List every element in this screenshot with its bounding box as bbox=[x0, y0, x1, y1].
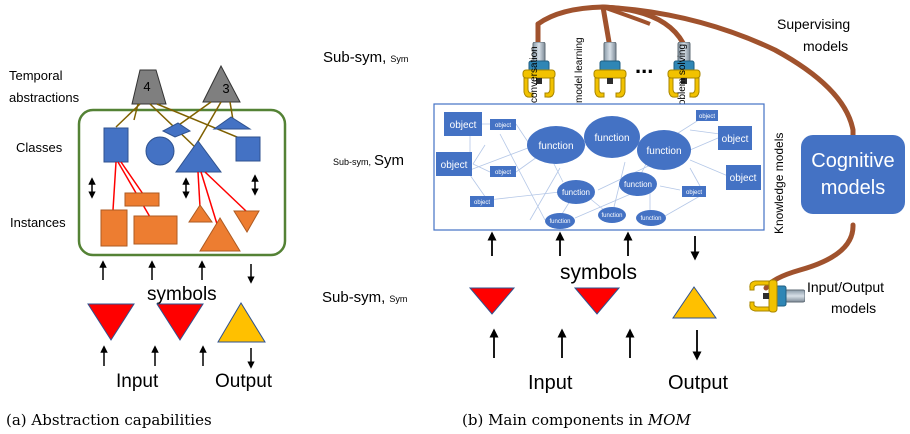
temporal-label-line2: abstractions bbox=[9, 90, 80, 105]
temporal-links bbox=[115, 101, 250, 149]
function-node bbox=[584, 116, 640, 158]
object-node-label: object bbox=[441, 160, 468, 171]
function-node bbox=[557, 180, 595, 204]
cognitive-models-box bbox=[801, 135, 905, 214]
instance-triangle-large bbox=[199, 217, 241, 252]
instances-label: Instances bbox=[10, 215, 66, 230]
supervising-cable-branch bbox=[602, 5, 651, 26]
io-arrows bbox=[100, 345, 255, 369]
level-label-bottom: Sub-sym,Sym bbox=[322, 289, 407, 306]
object-node bbox=[726, 165, 761, 190]
class-rhombus bbox=[161, 122, 192, 138]
panel-a-abstraction: Temporal abstractions 4 3 Classes Instan… bbox=[6, 64, 287, 429]
object-node bbox=[682, 186, 706, 197]
instance-links bbox=[112, 161, 247, 225]
cognitive-models-label-line2: models bbox=[821, 177, 885, 199]
supervisor-label-model-learning: model learning bbox=[574, 37, 585, 103]
robot-arm-io-icon bbox=[749, 279, 805, 313]
function-node-label: function bbox=[601, 213, 622, 219]
instance-triangle-inverted bbox=[233, 210, 260, 233]
output-symbol-triangle-b bbox=[672, 286, 717, 319]
function-node bbox=[636, 210, 666, 226]
temporal-label-line1: Temporal bbox=[9, 68, 63, 83]
function-node-label: function bbox=[646, 146, 681, 157]
temporal-trapezoid-shape bbox=[131, 69, 167, 105]
object-node bbox=[490, 166, 516, 177]
input-label: Input bbox=[116, 371, 159, 392]
output-label: Output bbox=[215, 371, 273, 392]
class-small-triangle bbox=[212, 116, 252, 130]
object-node bbox=[470, 196, 494, 207]
object-node bbox=[444, 112, 482, 136]
output-symbol-triangle bbox=[217, 302, 266, 343]
temporal-value-4: 4 bbox=[143, 79, 150, 94]
class-triangle bbox=[175, 140, 222, 173]
input-symbol-triangle-b-1 bbox=[468, 287, 516, 315]
output-label-b: Output bbox=[668, 372, 728, 394]
supervisor-label-problem-solving: problem solving bbox=[677, 44, 688, 114]
input-symbol-triangle-1 bbox=[87, 303, 135, 341]
knowledge-graph-edges bbox=[469, 115, 729, 221]
knowledge-graph-nodes: object object object object object objec… bbox=[436, 110, 761, 229]
function-node-label: function bbox=[640, 216, 661, 222]
instance-rectangle-wide bbox=[133, 215, 178, 245]
instance-rectangle-tall bbox=[100, 209, 128, 247]
function-node bbox=[637, 130, 691, 170]
object-node-label: object bbox=[450, 120, 477, 131]
object-node-label: object bbox=[495, 123, 511, 129]
input-label-b: Input bbox=[528, 372, 573, 394]
class-rectangle bbox=[103, 127, 129, 163]
temporal-triangle-shape bbox=[202, 64, 241, 103]
instance-rectangle-flat bbox=[124, 192, 160, 207]
supervising-label-line1: Supervising bbox=[777, 16, 850, 32]
knowledge-models-label: Knowledge models bbox=[772, 133, 786, 234]
object-node bbox=[696, 110, 718, 121]
supervisor-label-conversation: conversation bbox=[529, 46, 540, 103]
caption-b: (b) Main components in MOM bbox=[462, 411, 691, 429]
class-instance-arrows bbox=[88, 174, 259, 199]
function-node-label: function bbox=[624, 180, 652, 189]
object-node-label: object bbox=[686, 190, 702, 196]
caption-a: (a) Abstraction capabilities bbox=[6, 411, 212, 429]
instance-triangle-small bbox=[188, 204, 213, 223]
class-square bbox=[235, 136, 261, 162]
cognitive-models-label-line1: Cognitive bbox=[811, 150, 894, 172]
supervising-label-line2: models bbox=[803, 38, 848, 54]
input-symbol-triangle-b-2 bbox=[573, 287, 621, 315]
symbols-label-b: symbols bbox=[560, 261, 637, 284]
object-node bbox=[436, 152, 472, 176]
abstraction-container bbox=[77, 108, 287, 257]
supervisor-ellipsis: ... bbox=[635, 53, 653, 78]
function-node bbox=[619, 172, 657, 196]
function-node bbox=[527, 126, 585, 164]
robot-arm-model-learning-icon bbox=[593, 42, 627, 98]
function-node-label: function bbox=[594, 133, 629, 144]
io-arrows-b bbox=[489, 328, 702, 361]
input-symbol-triangle-2 bbox=[156, 303, 204, 341]
object-node bbox=[718, 126, 752, 150]
io-label-line2: models bbox=[831, 300, 876, 316]
object-node-label: object bbox=[730, 173, 757, 184]
function-node-label: function bbox=[549, 219, 570, 225]
knowledge-symbol-arrows bbox=[487, 231, 700, 261]
object-node-label: object bbox=[495, 170, 511, 176]
io-label-line1: Input/Output bbox=[807, 279, 884, 295]
function-node bbox=[598, 207, 626, 223]
level-label-middle: Sub-sym,Sym bbox=[333, 152, 404, 169]
class-circle bbox=[145, 136, 175, 166]
level-label-top: Sub-sym,Sym bbox=[323, 49, 408, 66]
symbol-arrows bbox=[99, 260, 255, 284]
classes-label: Classes bbox=[16, 140, 63, 155]
temporal-value-3: 3 bbox=[222, 81, 229, 96]
object-node-label: object bbox=[474, 200, 490, 206]
object-node-label: object bbox=[722, 134, 749, 145]
object-node bbox=[490, 119, 516, 130]
symbols-label: symbols bbox=[147, 284, 217, 305]
function-node-label: function bbox=[538, 141, 573, 152]
object-node-label: object bbox=[699, 114, 715, 120]
function-node bbox=[545, 213, 575, 229]
function-node-label: function bbox=[562, 188, 590, 197]
panel-b-mom: Sub-sym,Sym Sub-sym,Sym Sub-sym,Sym conv… bbox=[322, 4, 905, 429]
